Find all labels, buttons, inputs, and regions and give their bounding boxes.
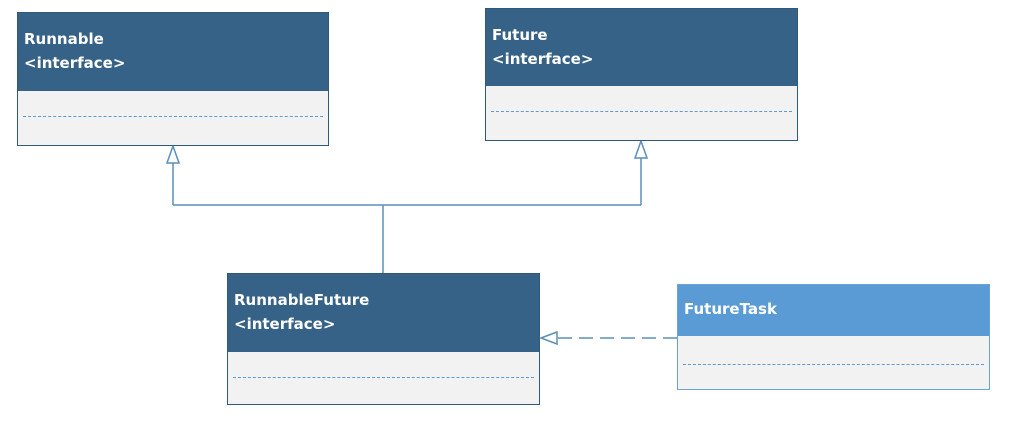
compartment-divider (491, 111, 792, 112)
runnablefuture-box-header: RunnableFuture <interface> (228, 274, 539, 352)
compartment-divider (233, 377, 534, 378)
box-stereotype: <interface> (24, 54, 126, 72)
box-name: Runnable (24, 30, 104, 48)
futuretask-class-box: FutureTask (677, 284, 990, 390)
futuretask-box-body (678, 336, 989, 389)
futuretask-box-header: FutureTask (678, 285, 989, 336)
runnablefuture-interface-box: RunnableFuture <interface> (227, 273, 540, 405)
runnablefuture-box-body (228, 352, 539, 404)
box-stereotype: <interface> (234, 315, 336, 333)
compartment-divider (683, 364, 984, 365)
box-name: Future (492, 26, 548, 44)
compartment-divider (23, 116, 323, 117)
runnable-interface-box: Runnable <interface> (17, 12, 329, 146)
box-name: RunnableFuture (234, 291, 370, 309)
future-interface-box: Future <interface> (485, 8, 798, 141)
runnable-box-header: Runnable <interface> (18, 13, 328, 91)
future-box-body (486, 86, 797, 140)
runnable-box-body (18, 91, 328, 145)
box-stereotype: <interface> (492, 50, 594, 68)
runnable-inheritance-arrowhead (165, 143, 181, 164)
generalization-connector (172, 158, 642, 273)
realization-arrowhead (538, 330, 558, 346)
box-name: FutureTask (684, 300, 777, 318)
future-box-header: Future <interface> (486, 9, 797, 86)
future-inheritance-arrowhead (633, 138, 649, 159)
